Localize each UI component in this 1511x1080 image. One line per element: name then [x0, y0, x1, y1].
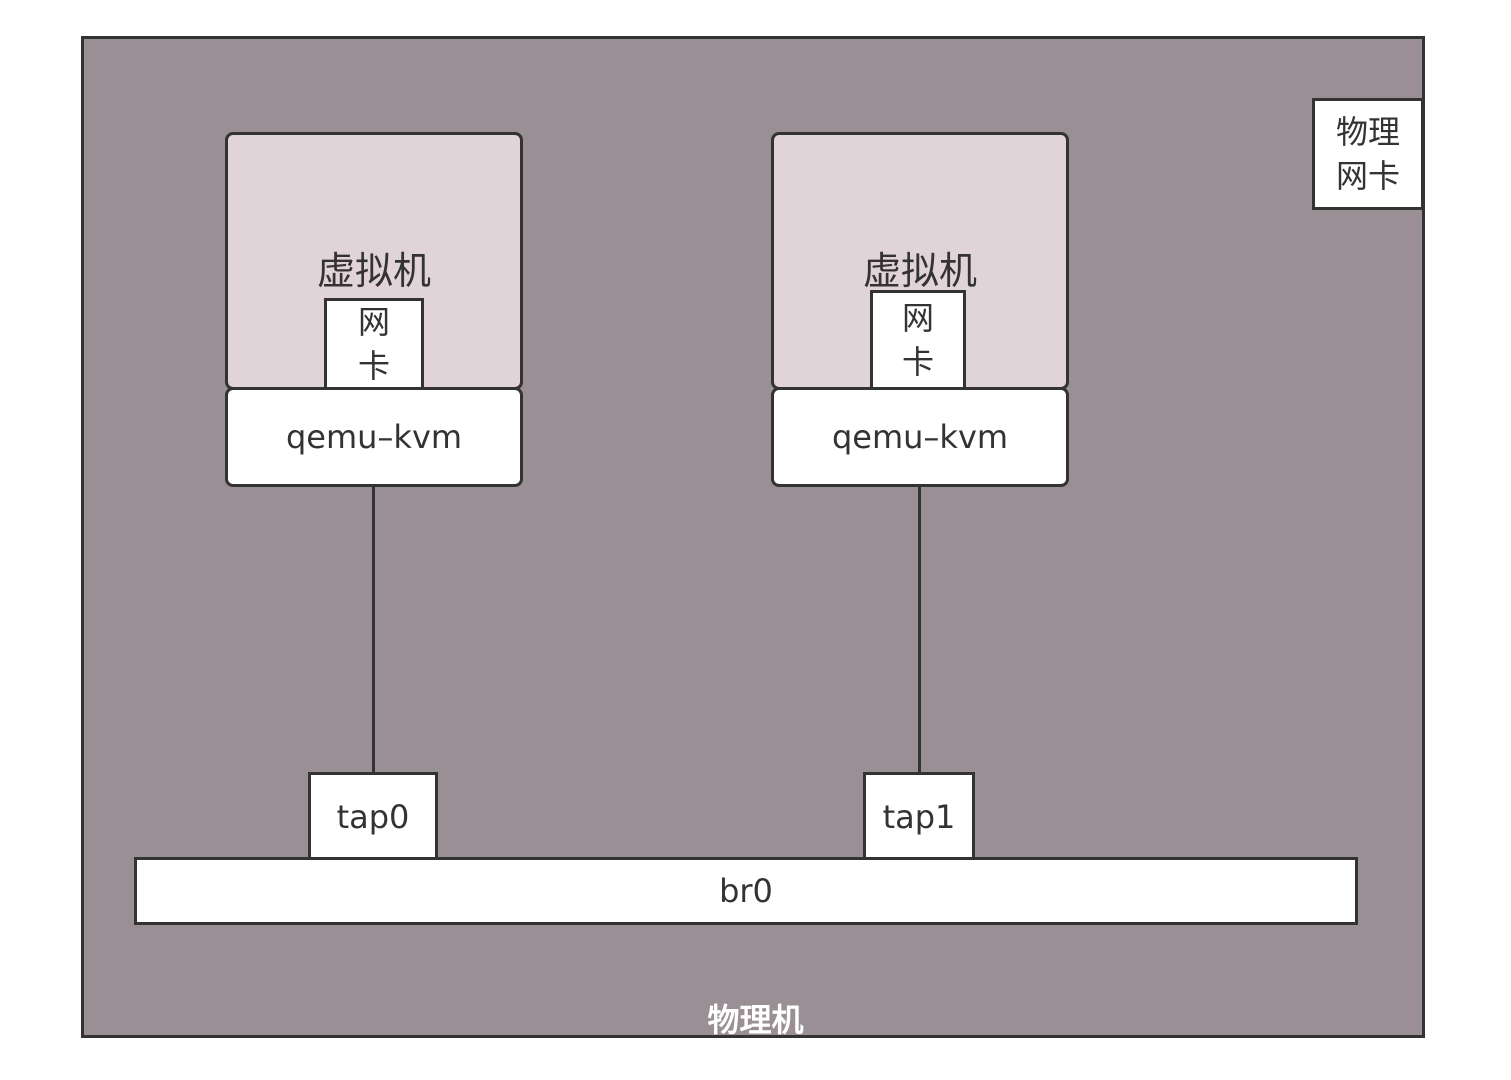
bridge-br0: br0 [134, 857, 1358, 925]
vm-0-nic: 网 卡 [324, 298, 424, 390]
tap1: tap1 [863, 772, 975, 862]
vm-0-label: 虚拟机 [316, 249, 431, 293]
physical-nic-line1: 物理 [1335, 113, 1400, 151]
vm-1-nic-line2: 卡 [901, 343, 934, 381]
vm-0-nic-line1: 网 [357, 303, 390, 341]
vm-1-nic: 网 卡 [870, 290, 966, 390]
physical-nic: 物理 网卡 [1312, 98, 1424, 210]
tap0: tap0 [308, 772, 438, 862]
vm-1-qemu-kvm: qemu–kvm [771, 387, 1069, 487]
vm-0-qemu-kvm: qemu–kvm [225, 387, 523, 487]
vm-1-label: 虚拟机 [862, 249, 977, 293]
physical-nic-line2: 网卡 [1335, 157, 1400, 195]
vm-0-nic-line2: 卡 [357, 347, 390, 385]
vm-1-link-line [918, 487, 921, 774]
vm-1-nic-line1: 网 [901, 299, 934, 337]
vm-0-link-line [372, 487, 375, 774]
host-label: 物理机 [707, 1001, 804, 1039]
